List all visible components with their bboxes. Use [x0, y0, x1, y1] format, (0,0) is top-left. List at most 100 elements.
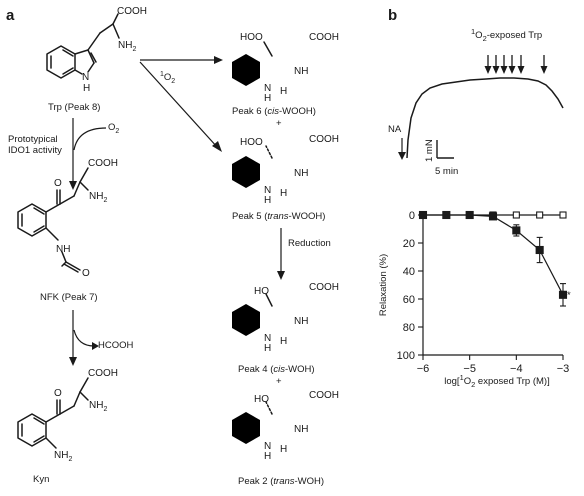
plus-peak6-peak5: +	[276, 118, 282, 129]
peak2-label: Peak 2 (trans-WOH)	[238, 476, 324, 487]
peak6-nh-h-label: H	[264, 93, 271, 104]
peak6-nh-label: NH	[294, 66, 308, 77]
kyn-label: Kyn	[33, 474, 49, 485]
series-0-point-4	[512, 211, 520, 219]
exposure-arrows	[484, 55, 548, 74]
peak5-cooh-label: COOH	[309, 134, 339, 145]
exposure-arrowhead-3	[508, 66, 516, 74]
series-1-point-0	[418, 210, 428, 220]
na-arrowhead	[398, 152, 406, 160]
series-1-point-1	[442, 210, 451, 220]
nfk-formyl-o-label: O	[82, 268, 90, 279]
peak6-ch-h-label: H	[280, 86, 287, 97]
ido1-label-line1: Prototypical	[8, 134, 58, 145]
y-tick-label-0: 0	[409, 210, 415, 222]
peak4-cooh-label: COOH	[309, 282, 339, 293]
peak4-nh-label: NH	[294, 316, 308, 327]
peak4-label: Peak 4 (cis-WOH)	[238, 364, 315, 375]
series-0-point-6	[559, 211, 567, 219]
peak2-ch-h-label: H	[280, 444, 287, 455]
trp-structure	[46, 13, 120, 79]
kyn-structure	[17, 377, 89, 449]
hcooh-label: HCOOH	[98, 340, 134, 351]
peak5-ch-h-label: H	[280, 188, 287, 199]
y-tick-label-5: 100	[397, 350, 415, 362]
trp-nh2-label: NH2	[118, 40, 136, 53]
trp-h-label: H	[83, 83, 90, 94]
trp-n-label: N	[82, 72, 89, 83]
peak4-n-label: N	[264, 333, 271, 344]
panel-a-letter: a	[6, 7, 15, 24]
scale-force-label: 1 mN	[424, 139, 435, 162]
peak5-hoo-label: HOO	[240, 137, 263, 148]
peak2-n-label: N	[264, 441, 271, 452]
hcooh-curve	[73, 329, 95, 347]
o2-label: O2	[108, 122, 119, 135]
kyn-nh2-label: NH2	[89, 400, 107, 413]
peak6-n-label: N	[264, 83, 271, 94]
peak5-nh-h-label: H	[264, 195, 271, 206]
ido1-arrowhead	[69, 181, 77, 190]
trp-peak6-arrowhead	[214, 56, 223, 64]
ido1-label-line2: IDO1 activity	[8, 145, 62, 156]
peak2-nh-h-label: H	[264, 451, 271, 462]
peak4-structure	[232, 293, 308, 336]
plus-peak4-peak2: +	[276, 376, 282, 387]
nfk-nh2-label: NH2	[89, 191, 107, 204]
series-1-point-4	[512, 226, 521, 235]
x-tick-label-0: −6	[417, 363, 430, 375]
significance-annotation: *	[567, 290, 571, 301]
peak5-n-label: N	[264, 185, 271, 196]
nfk-nh-label: NH	[56, 244, 70, 255]
peak5-structure	[232, 145, 308, 188]
y-tick-label-2: 40	[403, 266, 415, 278]
peak4-ho-label: HO	[254, 286, 269, 297]
peak6-label: Peak 6 (cis-WOOH)	[232, 106, 316, 117]
tension-trace	[406, 77, 564, 159]
peak6-structure	[232, 41, 308, 86]
y-tick-label-3: 60	[403, 294, 415, 306]
peak4-ch-h-label: H	[280, 336, 287, 347]
reduction-arrowhead	[277, 271, 285, 280]
x-ticks: −6 −5 −4 −3	[417, 355, 570, 375]
peak5-label: Peak 5 (trans-WOOH)	[232, 211, 325, 222]
exposure-arrowhead-4	[517, 66, 525, 74]
nfk-label: NFK (Peak 7)	[40, 292, 98, 303]
na-label: NA	[388, 124, 402, 135]
nfk-structure	[17, 167, 89, 273]
nfk-cooh-label: COOH	[88, 158, 118, 169]
y-axis-label: Relaxation (%)	[378, 254, 389, 316]
reduction-label: Reduction	[288, 238, 331, 249]
kyn-amine-nh2-label: NH2	[54, 450, 72, 463]
x-tick-label-2: −4	[510, 363, 523, 375]
trp-cooh-label: COOH	[117, 6, 147, 17]
peak6-hoo-label: HOO	[240, 32, 263, 43]
peak2-cooh-label: COOH	[309, 390, 339, 401]
x-axis-label: log[1O2 exposed Trp (M)]	[444, 373, 550, 389]
x-tick-label-3: −3	[557, 363, 570, 375]
trp-peak5-arrowhead	[212, 141, 222, 152]
y-tick-label-1: 20	[403, 238, 415, 250]
x-tick-label-1: −5	[463, 363, 476, 375]
singlet-o2-label: 1O2	[160, 71, 175, 85]
peak2-structure	[232, 401, 308, 444]
series-0-point-5	[536, 211, 544, 219]
exposure-arrowhead-0	[484, 66, 492, 74]
exposed-trp-label: 1O2-exposed Trp	[471, 27, 542, 43]
series-1-point-3	[488, 212, 498, 221]
series-1-point-2	[465, 210, 474, 220]
y-ticks: 0 20 40 60 80 100	[397, 210, 423, 362]
exposure-arrowhead-5	[540, 66, 548, 74]
exposure-arrowhead-1	[492, 66, 500, 74]
exposure-arrowhead-2	[500, 66, 508, 74]
peak5-nh-label: NH	[294, 168, 308, 179]
peak4-nh-h-label: H	[264, 343, 271, 354]
kyn-cooh-label: COOH	[88, 368, 118, 379]
scale-time-label: 5 min	[435, 166, 458, 177]
y-tick-label-4: 80	[403, 322, 415, 334]
kyn-ketone-o-label: O	[54, 388, 62, 399]
series-1-line	[423, 214, 564, 296]
trp-label: Trp (Peak 8)	[48, 102, 100, 113]
peak2-nh-label: NH	[294, 424, 308, 435]
